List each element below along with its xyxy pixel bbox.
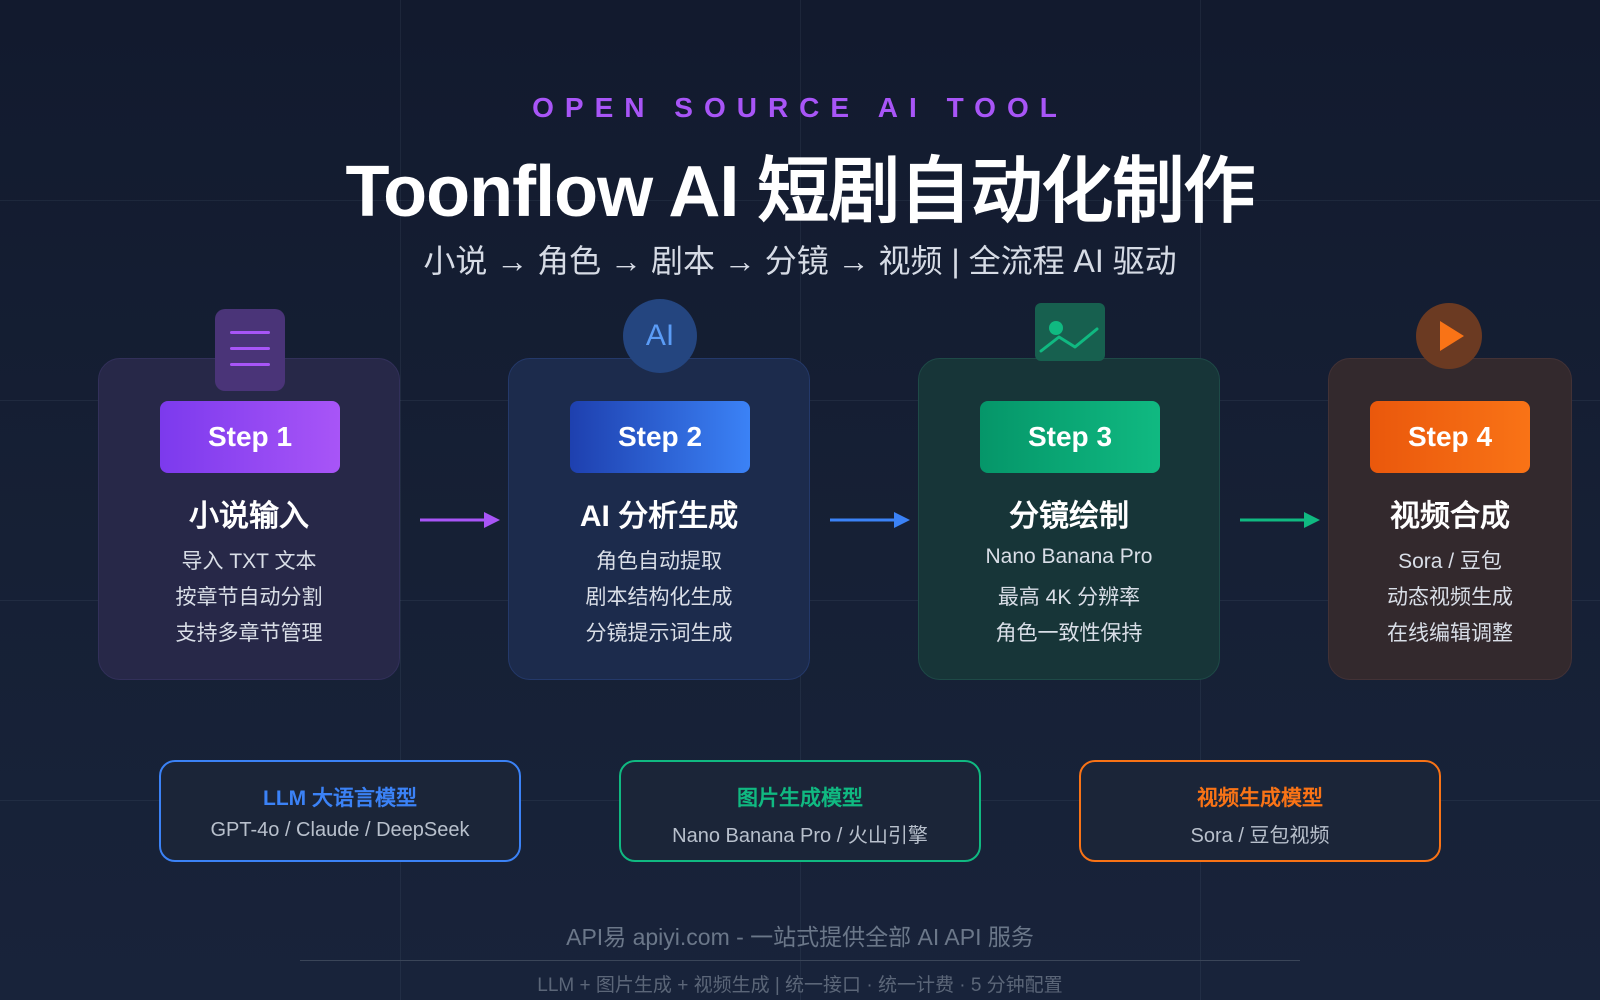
model-box-image: 图片生成模型 Nano Banana Pro / 火山引擎: [619, 760, 981, 862]
arrow-icon: [1240, 512, 1320, 528]
step-line: 最高 4K 分辨率: [997, 586, 1141, 609]
footer-subtext: LLM + 图片生成 + 视频生成 | 统一接口 · 统一计费 · 5 分钟配置: [537, 975, 1063, 996]
grid-line: [0, 200, 1600, 201]
document-icon: [215, 309, 285, 391]
model-box-llm: LLM 大语言模型 GPT-4o / Claude / DeepSeek: [159, 760, 521, 862]
divider: [300, 960, 1300, 961]
ai-icon: AI: [623, 299, 697, 373]
step-line: 分镜提示词生成: [585, 622, 733, 645]
model-title: LLM 大语言模型: [263, 787, 417, 810]
page-subtitle: 小说 → 角色 → 剧本 → 分镜 → 视频 | 全流程 AI 驱动: [423, 243, 1177, 279]
eyebrow-label: OPEN SOURCE AI TOOL: [532, 92, 1068, 123]
step-line: 导入 TXT 文本: [181, 550, 317, 573]
footer-text: API易 apiyi.com - 一站式提供全部 AI API 服务: [566, 924, 1034, 950]
step-line: 角色自动提取: [596, 550, 722, 573]
step-title: 分镜绘制: [1009, 500, 1129, 533]
step-title: 视频合成: [1390, 500, 1510, 533]
step-line: 支持多章节管理: [175, 622, 323, 645]
step-card-1: Step 1 小说输入 导入 TXT 文本 按章节自动分割 支持多章节管理: [98, 358, 400, 680]
model-desc: Sora / 豆包视频: [1190, 825, 1330, 847]
step-badge: Step 1: [160, 401, 340, 473]
play-icon: [1416, 303, 1482, 369]
model-title: 图片生成模型: [737, 787, 863, 810]
step-card-2: Step 2 AI 分析生成 角色自动提取 剧本结构化生成 分镜提示词生成: [508, 358, 810, 680]
step-badge: Step 4: [1370, 401, 1530, 473]
image-icon: [1035, 303, 1105, 361]
step-line: 动态视频生成: [1387, 586, 1513, 609]
model-title: 视频生成模型: [1197, 787, 1323, 810]
step-line: 在线编辑调整: [1387, 622, 1513, 645]
step-line: Nano Banana Pro: [985, 545, 1153, 568]
grid-line: [400, 0, 401, 1000]
model-desc: GPT-4o / Claude / DeepSeek: [210, 819, 470, 841]
step-line: 角色一致性保持: [995, 622, 1143, 645]
step-title: 小说输入: [189, 500, 309, 533]
step-title: AI 分析生成: [579, 500, 739, 533]
model-box-video: 视频生成模型 Sora / 豆包视频: [1079, 760, 1441, 862]
arrow-icon: [830, 512, 910, 528]
model-desc: Nano Banana Pro / 火山引擎: [672, 825, 928, 847]
page-title: Toonflow AI 短剧自动化制作: [345, 152, 1256, 232]
step-line: 按章节自动分割: [175, 586, 323, 609]
step-card-3: Step 3 分镜绘制 Nano Banana Pro 最高 4K 分辨率 角色…: [918, 358, 1220, 680]
step-card-4: Step 4 视频合成 Sora / 豆包 动态视频生成 在线编辑调整: [1328, 358, 1572, 680]
step-badge: Step 3: [980, 401, 1160, 473]
arrow-icon: [420, 512, 500, 528]
step-line: 剧本结构化生成: [585, 586, 733, 609]
step-line: Sora / 豆包: [1398, 550, 1502, 573]
step-badge: Step 2: [570, 401, 750, 473]
